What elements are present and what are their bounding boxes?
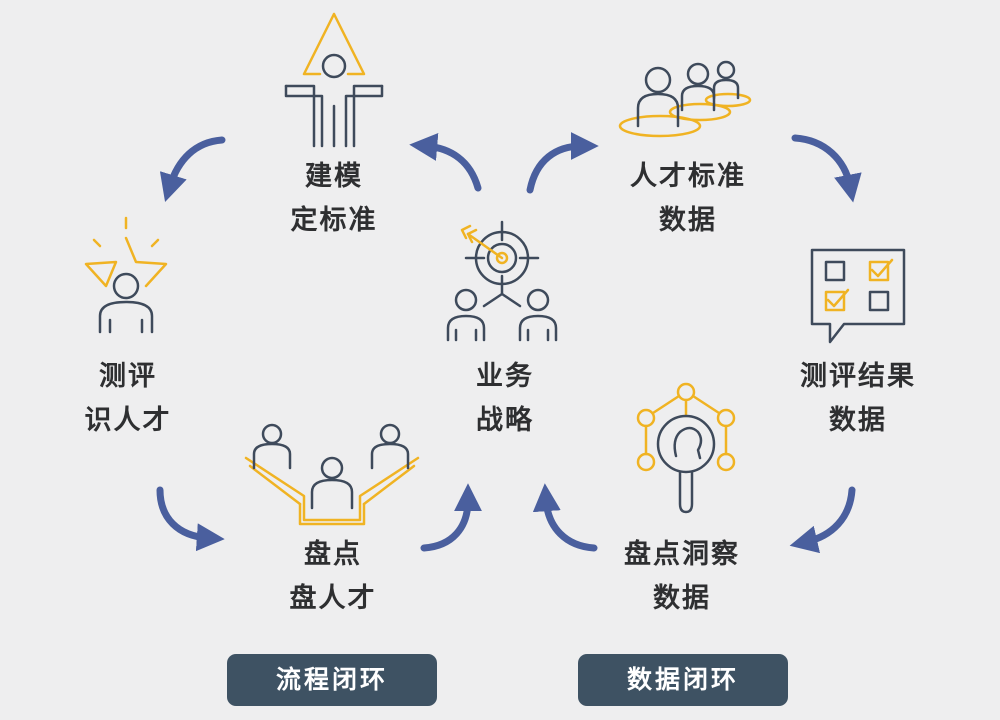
star-person-icon [84, 216, 168, 334]
node-label-line2: 定标准 [290, 205, 378, 236]
team-on-platform-icon [618, 60, 752, 138]
org-inventory-icon [244, 423, 420, 526]
node-label-line1: 建模 [305, 161, 363, 192]
node-label-line2: 识人才 [84, 405, 172, 436]
node-label-evaluation-result: 测评结果 数据 [758, 355, 958, 443]
arrow-insight-to-center [532, 483, 598, 552]
node-label-line2: 数据 [659, 205, 717, 236]
arrow-center-to-modeling [409, 132, 482, 192]
node-label-line1: 人才标准 [630, 161, 746, 192]
strategy-target-team-icon [446, 220, 558, 342]
node-label-inventory-insight: 盘点洞察 数据 [582, 533, 782, 621]
node-label-inventory: 盘点 盘人才 [233, 533, 433, 621]
person-arrow-up-icon [284, 12, 384, 148]
arrow-modeling-to-evaluation [159, 136, 226, 203]
arrow-standard-to-result [791, 134, 862, 203]
node-label-line1: 盘点 [304, 539, 362, 570]
center-label-line1: 业务 [476, 361, 534, 392]
node-label-line1: 测评 [99, 361, 157, 392]
process-loop-badge: 流程闭环 [227, 654, 437, 706]
center-label-line2: 战略 [476, 405, 534, 436]
arrow-result-to-insight [789, 486, 856, 554]
arrow-center-to-standard [526, 132, 599, 194]
arrow-inventory-to-center [420, 483, 482, 552]
node-label-line1: 盘点洞察 [624, 539, 740, 570]
node-label-line2: 数据 [829, 405, 887, 436]
node-label-modeling: 建模 定标准 [234, 155, 434, 243]
node-label-evaluation: 测评 识人才 [28, 355, 228, 443]
center-label-strategy: 业务 战略 [405, 355, 605, 443]
node-label-line2: 盘人才 [289, 583, 377, 614]
data-loop-badge: 数据闭环 [578, 654, 788, 706]
magnifier-network-head-icon [636, 382, 736, 514]
node-label-talent-standard: 人才标准 数据 [588, 155, 788, 243]
checklist-chat-icon [810, 248, 906, 344]
node-label-line2: 数据 [653, 583, 711, 614]
node-label-line1: 测评结果 [800, 361, 916, 392]
arrow-evaluation-to-inventory [156, 486, 225, 552]
